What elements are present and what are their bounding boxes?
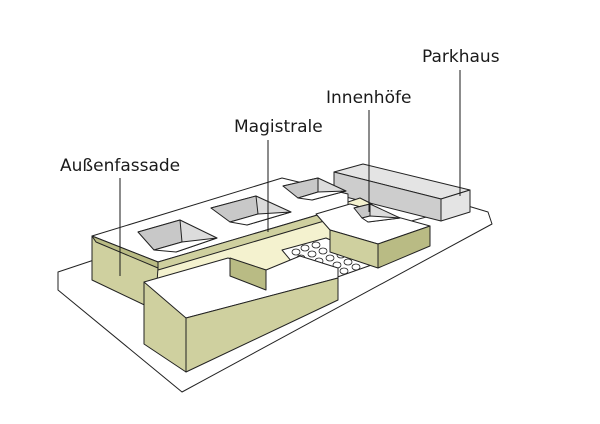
front-building	[143, 255, 339, 373]
label-parkhaus: Parkhaus	[422, 47, 500, 67]
parkhaus-block	[333, 163, 471, 222]
courtyard-3	[282, 177, 347, 201]
right-building	[315, 203, 431, 269]
label-aussenfassade: Außenfassade	[60, 156, 180, 176]
courtyard-2	[210, 195, 292, 226]
label-innenhoefe: Innenhöfe	[326, 88, 411, 108]
label-magistrale: Magistrale	[234, 117, 323, 137]
courtyard-1	[137, 219, 218, 253]
